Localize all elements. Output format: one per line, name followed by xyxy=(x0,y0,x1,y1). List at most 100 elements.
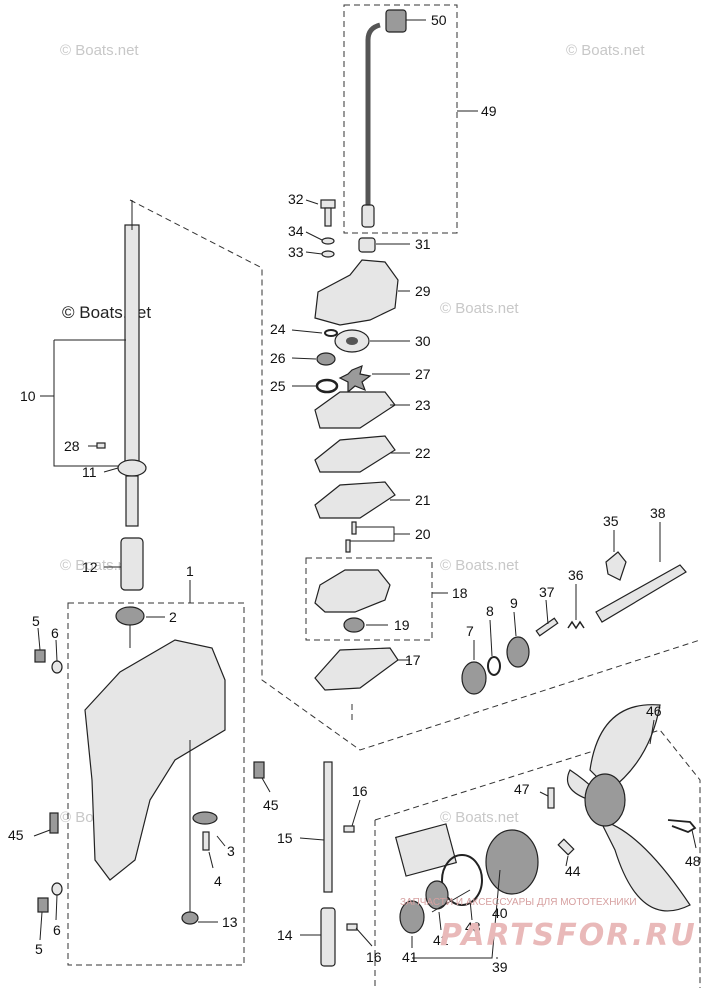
callout-49: 49 xyxy=(481,103,497,119)
callout-20: 20 xyxy=(415,526,431,542)
callout-46: 46 xyxy=(646,703,662,719)
part-32-bolt-shank xyxy=(324,207,332,227)
watermark-right-mid: © Boats.net xyxy=(440,557,519,574)
callout-29: 29 xyxy=(415,283,431,299)
part-oring-40 xyxy=(441,854,483,906)
part-49-shift-rod xyxy=(365,22,381,225)
part-36-spring xyxy=(567,620,585,630)
watermark-right-low: © Boats.net xyxy=(440,809,519,826)
part-37-pin xyxy=(535,617,559,637)
callout-2: 2 xyxy=(169,609,177,625)
part-16-pin-a xyxy=(343,825,355,833)
watermark-left-mid: © Boats.net xyxy=(60,557,139,574)
callout-15: 15 xyxy=(277,830,293,846)
part-40-retainer xyxy=(485,829,539,895)
callout-41: 41 xyxy=(402,949,418,965)
callout-labels: 50 49 32 34 33 31 29 24 30 26 27 25 23 2… xyxy=(8,12,701,975)
callout-12: 12 xyxy=(82,559,98,575)
part-15-shift-shaft xyxy=(323,761,333,893)
callout-31: 31 xyxy=(415,236,431,252)
boundary-gearcase-right xyxy=(374,729,701,988)
parts xyxy=(34,9,697,967)
part-11-bearing xyxy=(117,459,147,477)
brand-logo-text: PARTSFOR.RU xyxy=(440,918,697,953)
part-19-seal xyxy=(343,617,365,633)
part-16-pin-b xyxy=(346,923,358,931)
part-50-clip xyxy=(385,9,407,33)
callout-39: 39 xyxy=(492,959,508,975)
callout-7: 7 xyxy=(466,623,474,639)
callout-45-left: 45 xyxy=(8,827,24,843)
part-26-seal xyxy=(316,352,336,366)
callout-42: 42 xyxy=(433,932,449,948)
callout-5-top: 5 xyxy=(32,613,40,629)
part-43-seal-kit xyxy=(394,823,458,877)
callout-13: 13 xyxy=(222,914,238,930)
assembly-boundaries xyxy=(67,4,701,988)
callout-38: 38 xyxy=(650,505,666,521)
part-44-bolt xyxy=(557,838,575,856)
callout-30: 30 xyxy=(415,333,431,349)
part-13-plug xyxy=(181,911,199,925)
callout-14: 14 xyxy=(277,927,293,943)
part-17-gasket xyxy=(314,647,399,691)
callout-4: 4 xyxy=(214,873,222,889)
boundary-18 xyxy=(305,557,433,641)
part-29-pump-housing xyxy=(314,259,399,326)
callout-8: 8 xyxy=(486,603,494,619)
part-38-prop-shaft xyxy=(595,564,687,623)
part-47-pin xyxy=(547,787,555,809)
callout-45-right: 45 xyxy=(263,797,279,813)
callout-16-bottom: 16 xyxy=(366,949,382,965)
callout-33: 33 xyxy=(288,244,304,260)
callout-48: 48 xyxy=(685,853,701,869)
part-20-pin-b xyxy=(345,539,351,553)
callout-17: 17 xyxy=(405,652,421,668)
callout-16-top: 16 xyxy=(352,783,368,799)
part-46-prop-blade-bottom xyxy=(598,819,691,912)
part-1-gear-case xyxy=(84,639,226,881)
part-41-seal xyxy=(399,900,425,934)
watermark-mid-right: © Boats.net xyxy=(440,300,519,317)
boundary-49 xyxy=(343,4,458,234)
part-24-oring xyxy=(324,329,338,337)
callout-18: 18 xyxy=(452,585,468,601)
part-8-shim xyxy=(487,656,501,676)
callout-26: 26 xyxy=(270,350,286,366)
part-28-pin xyxy=(96,442,106,449)
part-14-shaft-end xyxy=(320,907,336,967)
callout-36: 36 xyxy=(568,567,584,583)
callout-50: 50 xyxy=(431,12,447,28)
part-12-sleeve xyxy=(120,537,144,591)
part-5-bolt-top xyxy=(34,649,46,663)
part-30-insert-hole xyxy=(346,337,358,345)
part-3-pad xyxy=(192,811,218,825)
part-33-washer xyxy=(321,250,335,258)
part-46-prop-blade-top xyxy=(589,704,661,791)
callout-11: 11 xyxy=(82,464,97,480)
callout-22: 22 xyxy=(415,445,431,461)
boundary-1 xyxy=(67,602,245,966)
callout-43: 43 xyxy=(465,919,481,935)
callout-23: 23 xyxy=(415,397,431,413)
boundary-shaft-line xyxy=(129,199,701,751)
callout-37: 37 xyxy=(539,584,555,600)
brand-overlay: ЗАПЧАСТИ И АКСЕССУАРЫ ДЛЯ МОТОТЕХНИКИ PA… xyxy=(400,897,697,953)
callout-27: 27 xyxy=(415,366,431,382)
part-25-ring xyxy=(315,378,339,394)
callout-47: 47 xyxy=(514,781,530,797)
part-34-washer xyxy=(321,237,335,245)
callout-24: 24 xyxy=(270,321,286,337)
callout-6-bottom: 6 xyxy=(53,922,61,938)
part-9-gear xyxy=(506,636,530,668)
part-5-bolt-bottom xyxy=(37,897,49,913)
watermark-top-left: © Boats.net xyxy=(60,42,139,59)
callout-40: 40 xyxy=(492,905,508,921)
part-45-bolt-left xyxy=(49,812,59,834)
part-21-plate xyxy=(314,481,396,519)
part-4-bolt xyxy=(202,831,210,851)
callout-5-bottom: 5 xyxy=(35,941,43,957)
part-23-plate xyxy=(314,391,396,429)
